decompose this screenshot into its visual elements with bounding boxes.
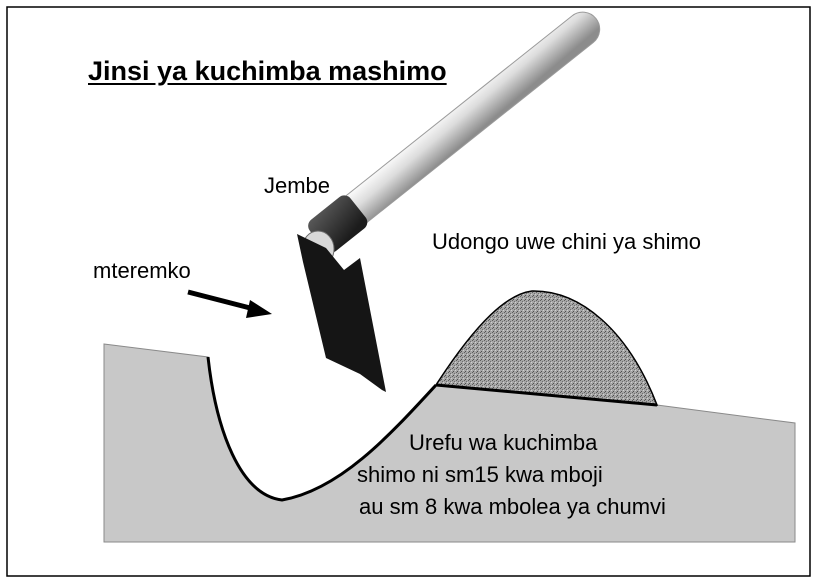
soil-pile-base	[435, 383, 658, 407]
slope-arrow	[187, 289, 272, 318]
hoe-blade	[297, 234, 386, 392]
depth-note-line-2: shimo ni sm15 kwa mboji	[357, 462, 603, 487]
depth-note-line-3: au sm 8 kwa mbolea ya chumvi	[359, 494, 666, 519]
soil-placement-label: Udongo uwe chini ya shimo	[432, 229, 702, 254]
slope-label: mteremko	[93, 258, 191, 283]
hoe-label: Jembe	[264, 173, 331, 198]
hole-outline	[206, 356, 438, 502]
hoe	[297, 11, 601, 392]
depth-note: Urefu wa kuchimba shimo ni sm15 kwa mboj…	[357, 427, 666, 523]
diagram-title: Jinsi ya kuchimba mashimo	[88, 56, 447, 86]
soil-pile	[434, 290, 659, 406]
depth-note-line-1: Urefu wa kuchimba	[409, 430, 598, 455]
